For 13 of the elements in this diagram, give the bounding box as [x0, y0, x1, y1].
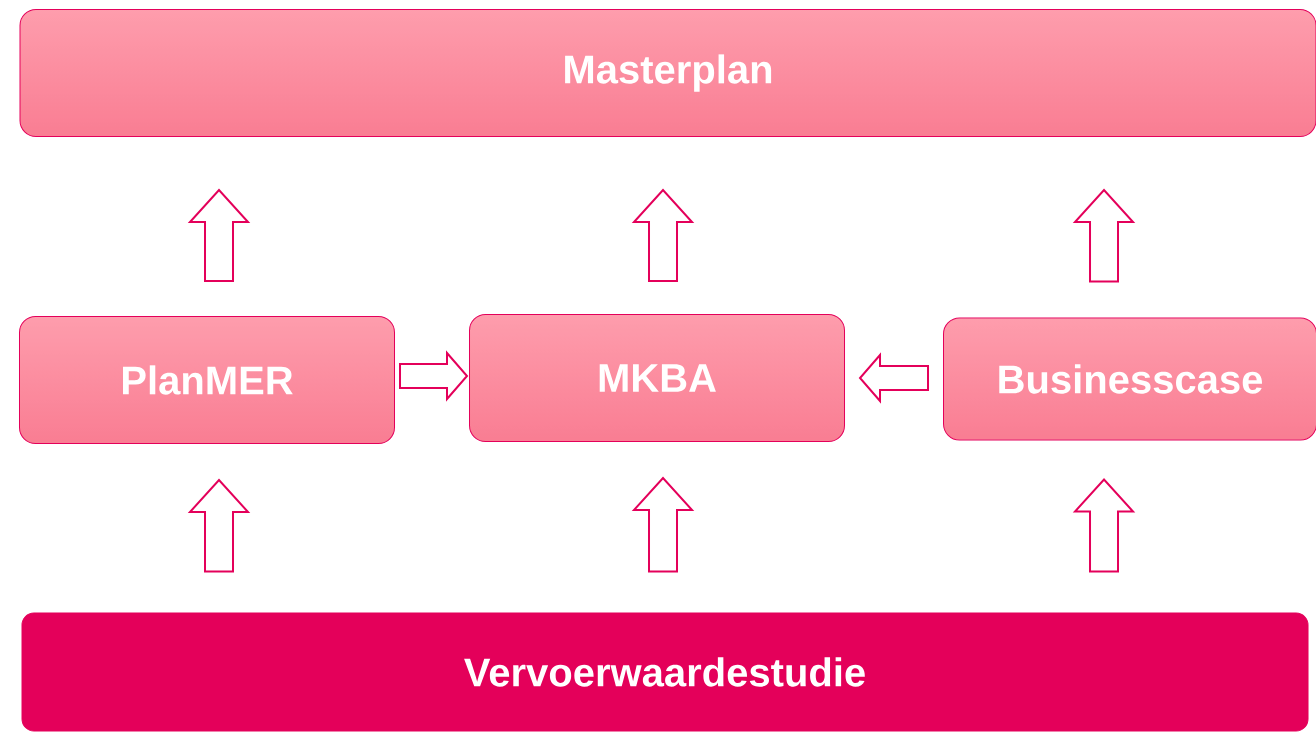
process-box: Businesscase	[943, 317, 1316, 441]
process-box: Masterplan	[19, 9, 1316, 137]
block-arrow	[631, 188, 695, 282]
block-arrow	[858, 352, 929, 404]
block-arrow	[1072, 478, 1136, 573]
block-arrow	[1072, 188, 1136, 283]
process-box: PlanMER	[19, 316, 395, 444]
block-arrow	[631, 476, 695, 573]
base-box: Vervoerwaardestudie	[21, 612, 1309, 732]
block-arrow	[187, 188, 251, 282]
process-box: MKBA	[469, 314, 845, 442]
block-arrow	[187, 478, 251, 573]
block-arrow	[399, 350, 469, 402]
